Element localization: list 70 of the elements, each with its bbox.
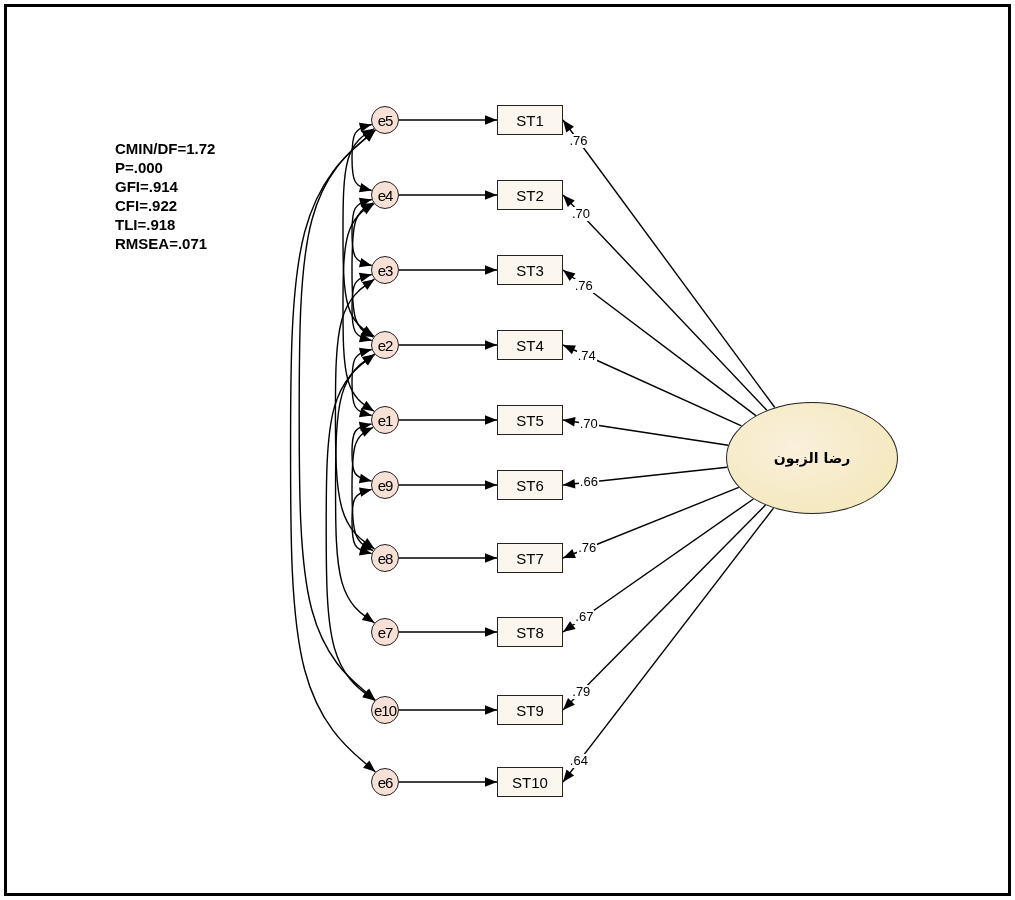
- covariance-arrow: [325, 353, 376, 702]
- observed-variable-box: ST5: [497, 405, 563, 435]
- error-circle: e1: [371, 406, 399, 434]
- arrow: [398, 553, 498, 563]
- edge-label: .64: [568, 754, 589, 769]
- fit-statistic: P=.000: [115, 159, 163, 177]
- loading-arrow: [562, 119, 776, 409]
- covariance-arrow: [289, 129, 377, 773]
- observed-variable-box: ST9: [497, 695, 563, 725]
- error-circle: e9: [371, 471, 399, 499]
- covariance-arrow: [334, 278, 376, 550]
- covariance-arrow: [351, 347, 373, 418]
- edge-label: .70: [570, 206, 591, 221]
- observed-variable-box: ST4: [497, 330, 563, 360]
- loading-arrow: [562, 504, 767, 711]
- observed-variable-box: ST3: [497, 255, 563, 285]
- error-circle: e6: [371, 768, 399, 796]
- error-circle: e7: [371, 618, 399, 646]
- arrow: [398, 190, 498, 200]
- covariance-arrow: [351, 197, 373, 268]
- covariance-arrow: [342, 203, 375, 412]
- covariance-arrow: [351, 426, 374, 552]
- loading-arrow: [562, 194, 768, 412]
- arrow: [398, 627, 498, 637]
- covariance-arrow: [342, 128, 375, 337]
- loading-arrow: [562, 507, 775, 783]
- error-circle: e5: [371, 106, 399, 134]
- edge-label: .76: [577, 541, 598, 556]
- arrow: [398, 415, 498, 425]
- loading-arrow: [562, 344, 743, 427]
- covariance-arrow: [351, 421, 373, 484]
- error-circle: e2: [371, 331, 399, 359]
- observed-variable-box: ST1: [497, 105, 563, 135]
- covariance-arrow: [351, 122, 373, 193]
- fit-statistic: CMIN/DF=1.72: [115, 140, 216, 158]
- loading-arrow: [562, 269, 757, 417]
- observed-variable-box: ST2: [497, 180, 563, 210]
- arrow: [398, 480, 498, 490]
- arrow: [398, 265, 498, 275]
- error-circle: e10: [371, 696, 399, 724]
- observed-variable-box: ST6: [497, 470, 563, 500]
- error-circle: e3: [371, 256, 399, 284]
- fit-statistic: GFI=.914: [115, 178, 178, 196]
- arrow: [398, 340, 498, 350]
- edge-label: .67: [574, 610, 595, 625]
- arrow: [398, 115, 498, 125]
- observed-variable-box: ST7: [497, 543, 563, 573]
- covariance-arrow: [351, 487, 373, 556]
- arrow: [398, 777, 498, 787]
- observed-variable-box: ST8: [497, 617, 563, 647]
- fit-statistic: CFI=.922: [115, 197, 178, 215]
- fit-statistic: RMSEA=.071: [115, 235, 208, 253]
- covariance-arrow: [351, 272, 373, 343]
- error-circle: e8: [371, 544, 399, 572]
- fit-statistic: TLI=.918: [115, 216, 176, 234]
- arrow: [398, 705, 498, 715]
- edge-label: .70: [578, 416, 599, 431]
- covariance-arrow: [334, 353, 376, 624]
- loading-arrow: [562, 498, 755, 633]
- edge-label: .76: [568, 133, 589, 148]
- edge-label: .76: [573, 278, 594, 293]
- loading-arrow: [562, 417, 729, 446]
- edge-label: .74: [576, 348, 597, 363]
- loading-arrow: [562, 466, 728, 489]
- error-circle: e4: [371, 181, 399, 209]
- covariance-arrow: [351, 202, 375, 338]
- edge-label: .79: [571, 684, 592, 699]
- latent-variable-ellipse: رضا الزبون: [726, 402, 898, 514]
- loading-arrow: [562, 486, 740, 559]
- observed-variable-box: ST10: [497, 767, 563, 797]
